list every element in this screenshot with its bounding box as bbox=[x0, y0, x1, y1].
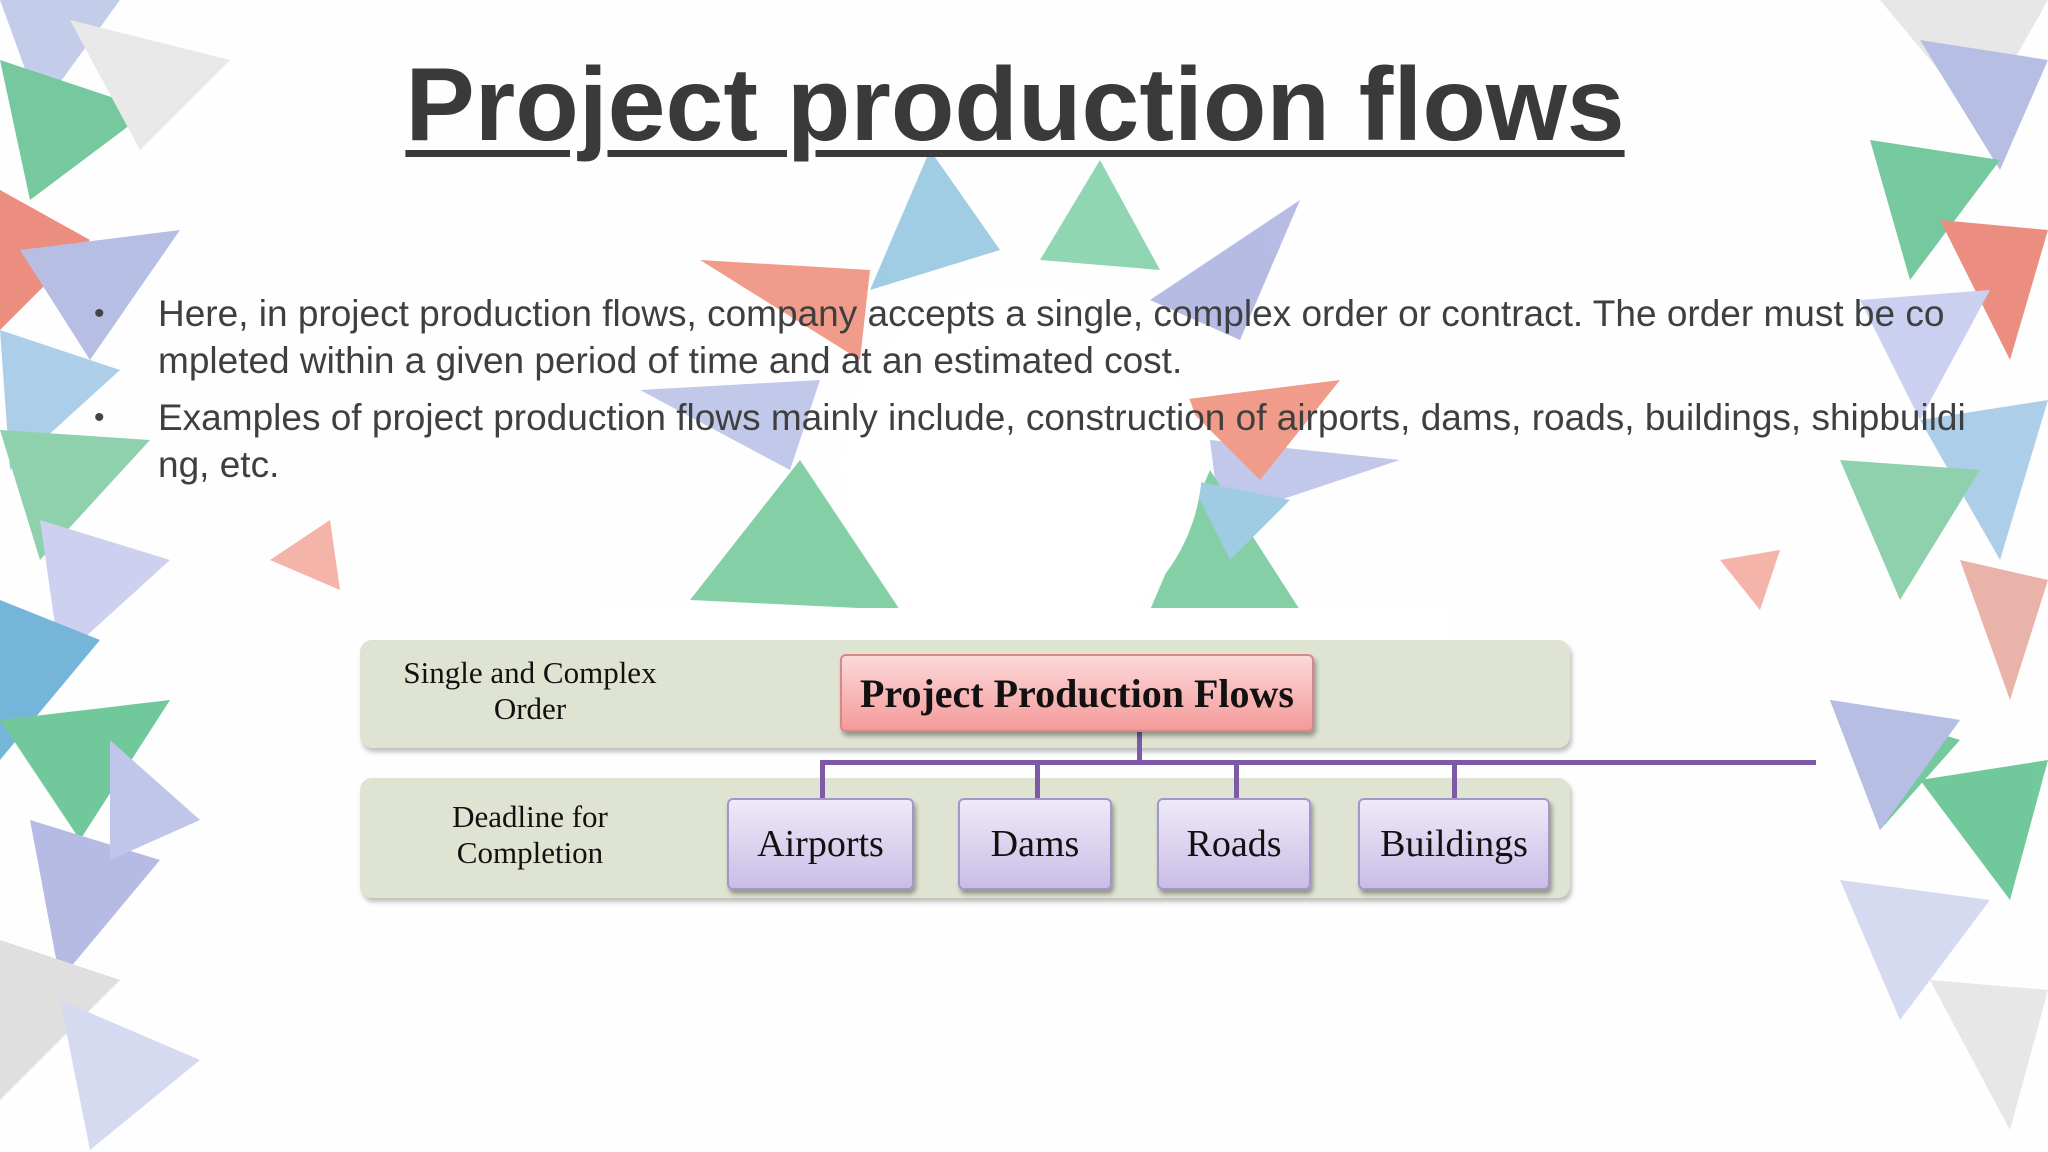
bullet-text: Examples of project production flows mai… bbox=[158, 397, 1966, 485]
horizontal-connector-line bbox=[820, 760, 1816, 765]
child-connector-line bbox=[1452, 760, 1457, 800]
slide-title: Project production flows bbox=[405, 47, 1625, 163]
root-node: Project Production Flows bbox=[840, 654, 1314, 732]
bullet-text: Here, in project production flows, compa… bbox=[158, 293, 1945, 381]
bottom-band-label: Deadline for Completion bbox=[452, 799, 608, 870]
bullet-item: • Examples of project production flows m… bbox=[88, 394, 1968, 488]
child-node-buildings: Buildings bbox=[1358, 798, 1550, 890]
hierarchy-diagram: Single and Complex Order Deadline for Co… bbox=[360, 638, 1816, 903]
child-connector-line bbox=[1035, 760, 1040, 800]
bullet-item: • Here, in project production flows, com… bbox=[88, 290, 1968, 384]
child-node-airports: Airports bbox=[727, 798, 914, 890]
root-connector-line bbox=[1137, 730, 1142, 760]
child-node-dams: Dams bbox=[958, 798, 1112, 890]
bullet-marker: • bbox=[94, 401, 105, 434]
child-node-roads: Roads bbox=[1157, 798, 1311, 890]
child-connector-line bbox=[1234, 760, 1239, 800]
top-band-label: Single and Complex Order bbox=[403, 655, 657, 726]
child-connector-line bbox=[820, 760, 825, 800]
bullet-list: • Here, in project production flows, com… bbox=[88, 290, 1968, 498]
bullet-marker: • bbox=[94, 297, 105, 330]
